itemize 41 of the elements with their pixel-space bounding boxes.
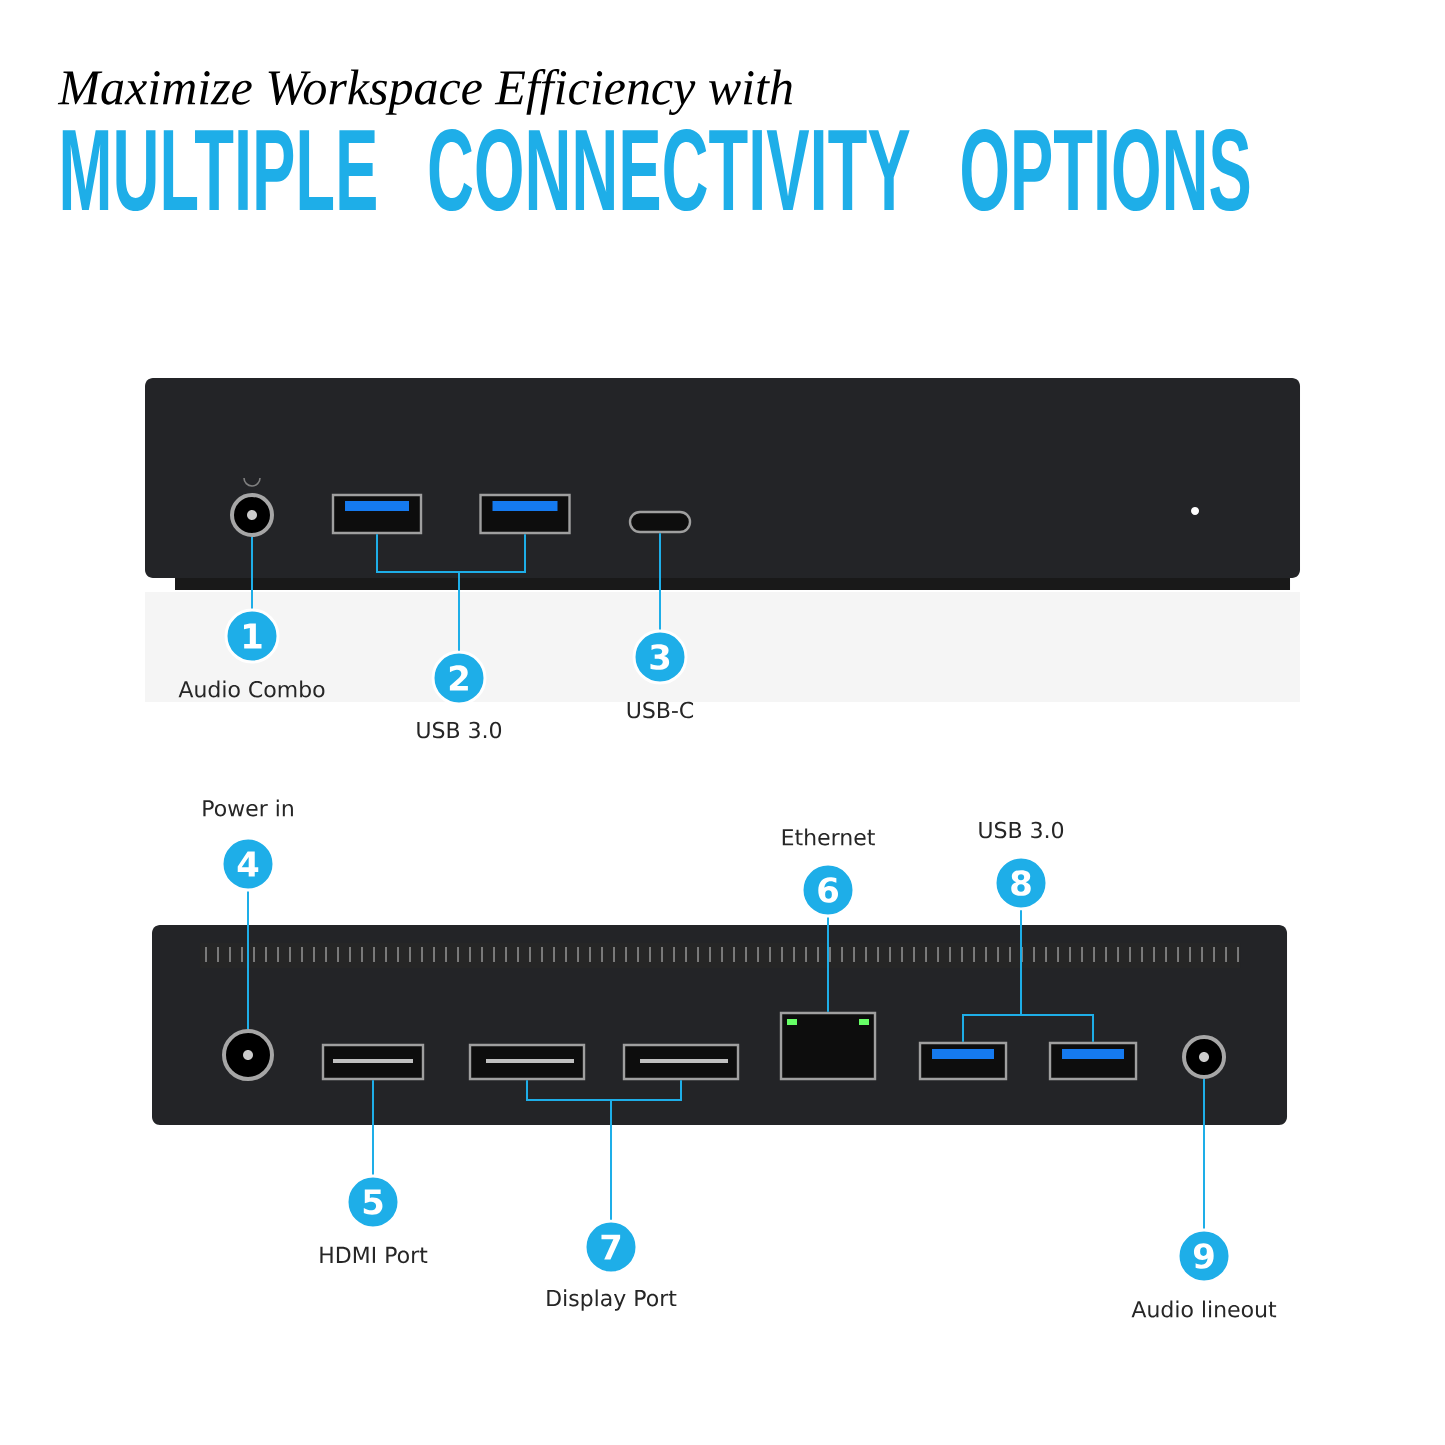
ethernet-port xyxy=(779,1011,877,1081)
callout-number: 9 xyxy=(1176,1228,1232,1284)
callout-number: 1 xyxy=(224,608,280,664)
leader-line xyxy=(372,1079,374,1176)
leader-line xyxy=(659,532,661,631)
leader-line xyxy=(1203,1078,1205,1230)
usb-port xyxy=(1048,1041,1138,1081)
port-label: Power in xyxy=(203,799,293,817)
leader-line xyxy=(251,536,253,610)
callout-number: 5 xyxy=(345,1174,401,1230)
port-label: USB 3.0 xyxy=(417,721,502,739)
script-heading: Maximize Workspace Efficiency with xyxy=(57,69,792,115)
port-label: Display Port xyxy=(547,1289,677,1311)
leader-line xyxy=(458,533,526,652)
port-label: Ethernet xyxy=(782,828,875,846)
hdmi-port xyxy=(321,1043,425,1081)
audio-jack xyxy=(1182,1035,1226,1079)
audio-jack xyxy=(222,1029,274,1081)
port-label: Audio lineout xyxy=(1131,1300,1277,1318)
usb-port xyxy=(918,1041,1008,1081)
display-port xyxy=(468,1043,586,1081)
port-label: USB-C xyxy=(627,701,694,719)
leader-line xyxy=(610,1079,682,1221)
callout-number: 6 xyxy=(800,862,856,918)
leader-line xyxy=(827,916,829,1013)
callout-number: 4 xyxy=(220,836,276,892)
title: MULTIPLE CONNECTIVITY OPTIONS xyxy=(62,128,1250,212)
usb-port xyxy=(331,493,423,535)
leader-line xyxy=(247,890,249,1030)
callout-number: 8 xyxy=(993,855,1049,911)
audio-jack xyxy=(230,493,274,537)
display-port xyxy=(622,1043,740,1081)
callout-number: 2 xyxy=(431,650,487,706)
port-label: USB 3.0 xyxy=(979,821,1064,839)
usb-port xyxy=(479,493,571,535)
callout-number: 7 xyxy=(583,1219,639,1275)
leader-line xyxy=(1020,909,1094,1043)
port-label: HDMI Port xyxy=(320,1246,428,1264)
callout-number: 3 xyxy=(632,629,688,685)
usb-c-port xyxy=(628,510,692,534)
port-label: Audio Combo xyxy=(178,680,325,698)
